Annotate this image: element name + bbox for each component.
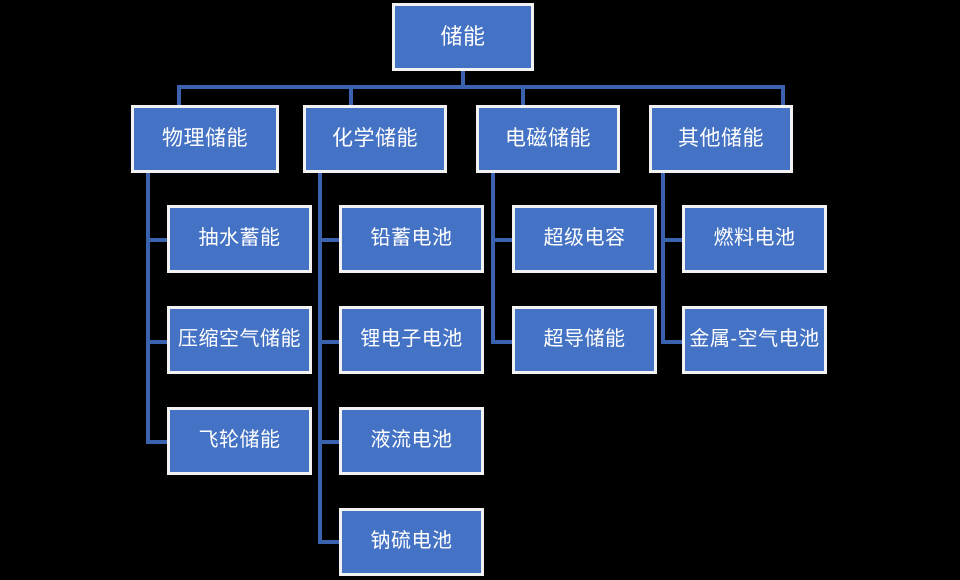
connector-stub-metal-air	[661, 340, 684, 344]
connector-stub-flow-battery	[318, 440, 341, 444]
connector-stub-sodium-sulfur	[318, 540, 341, 544]
connector-stub-flywheel	[146, 440, 169, 444]
node-supercapacitor-label: 超级电容	[543, 227, 626, 250]
node-superconducting[interactable]: 超导储能	[512, 306, 657, 374]
connector-drop-other	[781, 85, 785, 107]
node-sodium-sulfur-label: 钠硫电池	[370, 530, 453, 553]
connector-stub-supercapacitor	[491, 238, 514, 242]
node-physical-label: 物理储能	[162, 126, 248, 150]
node-physical[interactable]: 物理储能	[131, 105, 279, 173]
node-compressed-air[interactable]: 压缩空气储能	[167, 306, 312, 374]
node-pumped-hydro[interactable]: 抽水蓄能	[167, 205, 312, 273]
node-root-label: 储能	[440, 24, 486, 50]
connector-stub-lead-acid	[318, 238, 341, 242]
node-lithium-ion-label: 锂电子电池	[360, 328, 463, 351]
node-flywheel[interactable]: 飞轮储能	[167, 407, 312, 475]
node-fuel-cell-label: 燃料电池	[713, 227, 796, 250]
node-lead-acid[interactable]: 铅蓄电池	[339, 205, 484, 273]
connector-spine-other	[661, 172, 665, 344]
node-flow-battery[interactable]: 液流电池	[339, 407, 484, 475]
connector-spine-chemical	[318, 172, 322, 544]
node-lithium-ion[interactable]: 锂电子电池	[339, 306, 484, 374]
connector-spine-electromagnetic	[491, 172, 495, 344]
node-flywheel-label: 飞轮储能	[198, 429, 281, 452]
node-sodium-sulfur[interactable]: 钠硫电池	[339, 508, 484, 576]
connector-stub-lithium-ion	[318, 340, 341, 344]
node-compressed-air-label: 压缩空气储能	[178, 328, 301, 351]
node-other[interactable]: 其他储能	[649, 105, 793, 173]
connector-stub-fuel-cell	[661, 238, 684, 242]
node-metal-air-label: 金属-空气电池	[689, 328, 820, 351]
connector-spine-physical	[146, 172, 150, 444]
node-flow-battery-label: 液流电池	[370, 429, 453, 452]
connector-root-bus	[177, 85, 785, 89]
node-other-label: 其他储能	[678, 126, 764, 150]
node-root[interactable]: 储能	[392, 3, 534, 71]
connector-drop-chemical	[349, 85, 353, 107]
node-superconducting-label: 超导储能	[543, 328, 626, 351]
node-supercapacitor[interactable]: 超级电容	[512, 205, 657, 273]
node-chemical[interactable]: 化学储能	[303, 105, 447, 173]
connector-stub-compressed-air	[146, 340, 169, 344]
node-chemical-label: 化学储能	[332, 126, 418, 150]
connector-root-stem	[461, 68, 465, 87]
node-pumped-hydro-label: 抽水蓄能	[198, 227, 281, 250]
connector-stub-superconducting	[491, 340, 514, 344]
node-metal-air[interactable]: 金属-空气电池	[682, 306, 827, 374]
connector-stub-pumped-hydro	[146, 238, 169, 242]
node-electromagnetic[interactable]: 电磁储能	[476, 105, 620, 173]
node-fuel-cell[interactable]: 燃料电池	[682, 205, 827, 273]
connector-drop-physical	[177, 85, 181, 107]
node-electromagnetic-label: 电磁储能	[505, 126, 591, 150]
connector-drop-electromagnetic	[521, 85, 525, 107]
node-lead-acid-label: 铅蓄电池	[370, 227, 453, 250]
